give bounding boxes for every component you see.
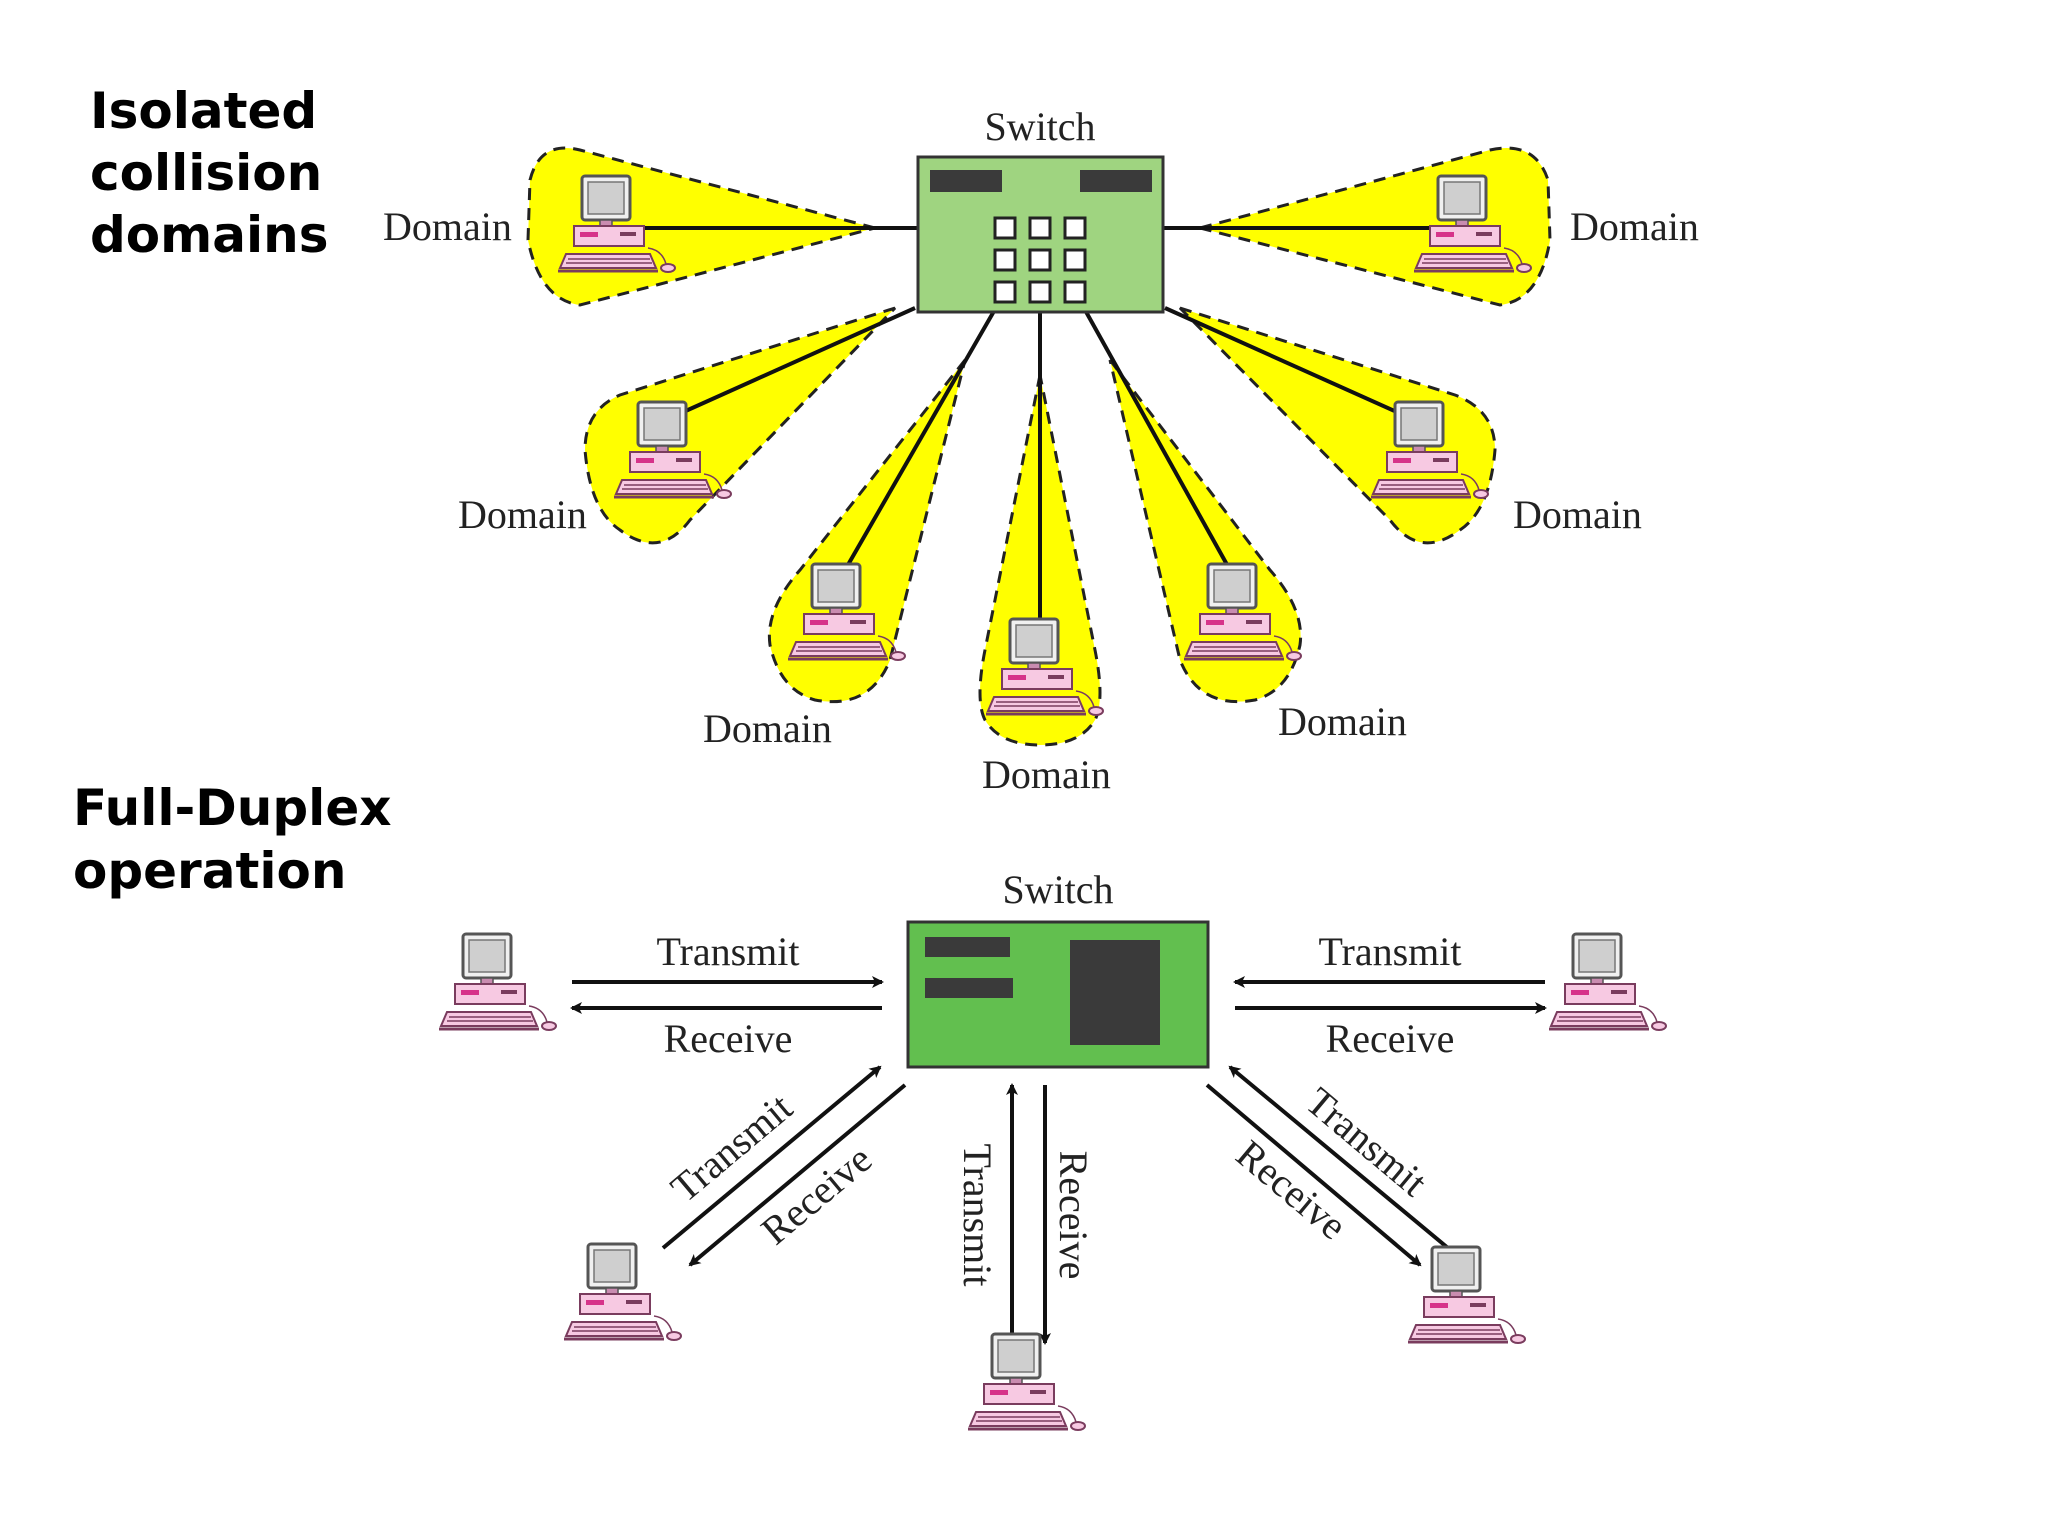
heading-isolated-collision-domains: Isolated collision domains (90, 82, 328, 264)
computer-icon (437, 932, 558, 1032)
receive-label: Receive (1326, 1016, 1455, 1061)
transmit-label: Transmit (1318, 929, 1461, 974)
domain-label: Domain (1513, 492, 1642, 537)
computer-icon (562, 1242, 683, 1342)
switch-icon (906, 920, 1210, 1069)
heading-line: collision (90, 144, 322, 202)
computer-icon (1547, 932, 1668, 1032)
computer-icon (1406, 1245, 1527, 1345)
domain-label: Domain (703, 706, 832, 751)
receive-label: Receive (1051, 1151, 1096, 1280)
domain-label: Domain (458, 492, 587, 537)
switch-label: Switch (1002, 867, 1113, 912)
transmit-label: Transmit (656, 929, 799, 974)
domain-zone-lower-right (1178, 306, 1497, 545)
heading-line: domains (90, 206, 328, 264)
heading-line: Full-Duplex (73, 779, 391, 837)
transmit-label: Transmit (955, 1143, 1000, 1286)
domain-label: Domain (383, 204, 512, 249)
switch-label: Switch (984, 104, 1095, 149)
domain-label: Domain (982, 752, 1111, 797)
domain-label: Domain (1278, 699, 1407, 744)
computer-icon (966, 1332, 1087, 1432)
heading-full-duplex-operation: Full-Duplex operation (73, 779, 391, 900)
heading-line: Isolated (90, 82, 317, 140)
receive-label: Receive (1228, 1131, 1356, 1248)
domain-label: Domain (1570, 204, 1699, 249)
heading-line: operation (73, 842, 346, 900)
arrow-icon (570, 976, 1547, 1345)
receive-label: Receive (664, 1016, 793, 1061)
switch-icon (916, 155, 1165, 314)
